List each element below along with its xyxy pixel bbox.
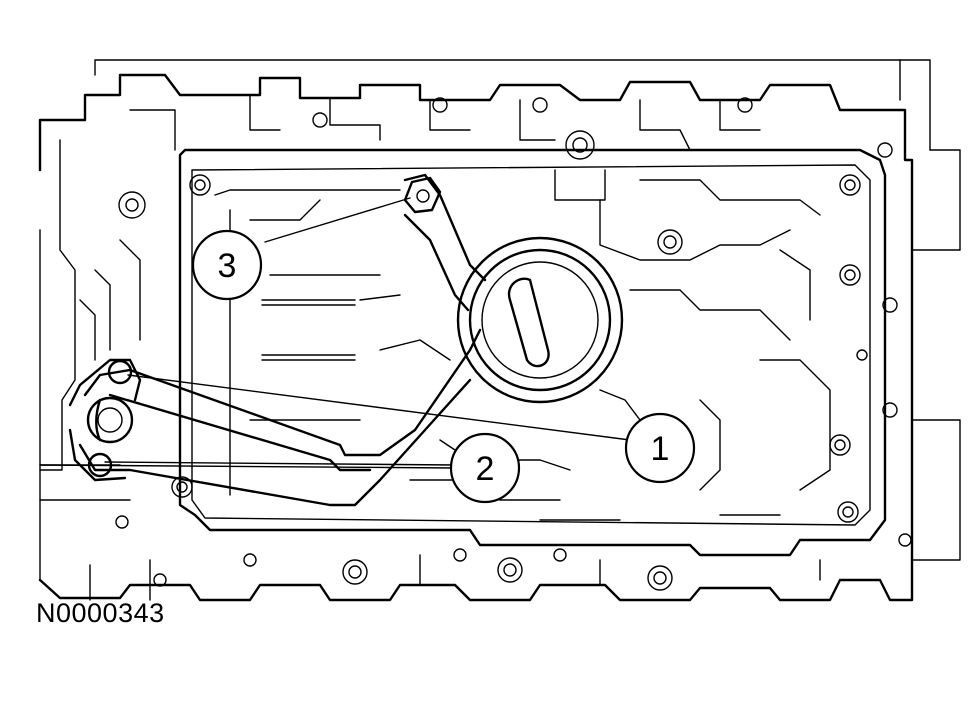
figure-id-label: N0000343 xyxy=(36,598,165,628)
oil-pan-flange xyxy=(178,148,887,557)
leader-lines xyxy=(39,197,631,469)
callout-2: 2 xyxy=(449,432,521,504)
engine-block-outline xyxy=(38,59,961,602)
callout-1: 1 xyxy=(624,412,696,484)
callout-1-circle xyxy=(624,412,696,484)
block-bottom-features xyxy=(89,554,821,601)
block-top-features xyxy=(129,94,761,151)
callout-3-circle xyxy=(191,229,263,301)
oil-pump-screen-and-pickup-tube xyxy=(68,173,624,507)
callout-3-label: 3 xyxy=(218,247,237,285)
callout-1-label: 1 xyxy=(651,430,670,468)
bolt-bosses xyxy=(115,97,912,591)
callout-2-label: 2 xyxy=(476,450,495,488)
callout-3: 3 xyxy=(191,229,263,301)
callout-2-circle xyxy=(449,432,521,504)
